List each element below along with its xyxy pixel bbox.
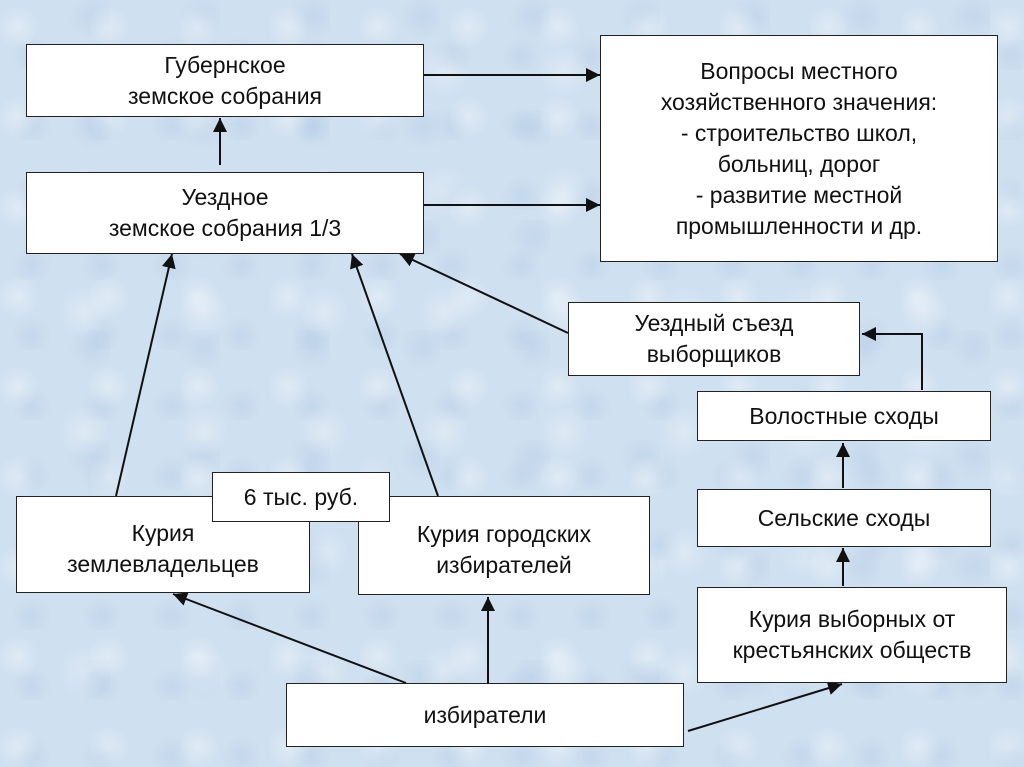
arrow-sezd-to-uezdnoe [399,253,569,334]
kuriya-zemlevladeltsev-box: Курия землевладельцев [16,496,310,593]
kuriya-vybornyh-box: Курия выборных от крестьянских обществ [697,587,1007,683]
six-thousand-rubles-box: 6 тыс. руб. [212,472,390,522]
arrow-volostnye-to-sezd [862,327,923,390]
arrow-izbirateli-to-kuriya-vybornyh [687,681,843,732]
uezdnoe-zemskoe-sobranie-box: Уездное земское собрания 1/3 [26,172,424,254]
uezdny-sezd-vyborshchikov-box: Уездный съезд выборщиков [568,302,860,376]
arrow-zemlevladeltsy-to-uezdnoe [115,253,176,497]
voprosy-mestnogo-znacheniya-box: Вопросы местного хозяйственного значения… [600,35,998,262]
arrow-gorodskie-to-uezdnoe [350,253,439,497]
izbirateli-box: избиратели [286,683,684,747]
gubernskoe-zemskoe-sobranie-box: Губернское земское собрания [26,44,424,117]
selskie-skhody-box: Сельские сходы [697,489,991,547]
arrow-izbirateli-to-zemlevladeltsy [172,592,407,684]
volostnye-skhody-box: Волостные сходы [697,391,991,441]
kuriya-gorodskih-izbirateley-box: Курия городских избирателей [358,496,650,595]
